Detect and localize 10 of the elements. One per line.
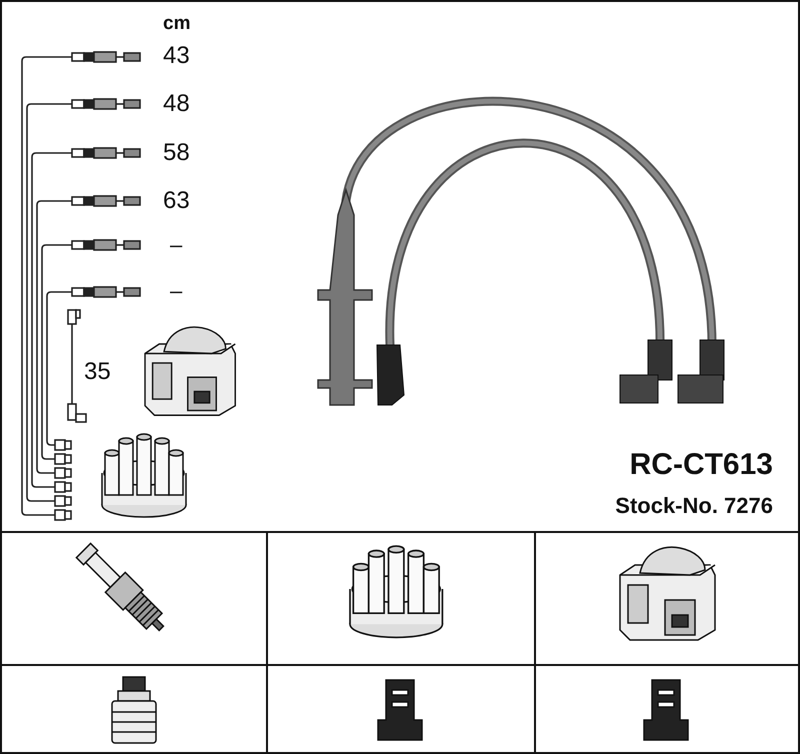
unit-label: cm [163,14,190,33]
part-number: RC-CT613 [630,450,773,480]
length-value: 58 [163,141,190,165]
length-value: – [170,234,182,256]
length-value: 35 [84,360,111,384]
length-value: 63 [163,189,190,213]
length-value: – [170,280,182,302]
length-value: 48 [163,92,190,116]
length-value: 43 [163,44,190,68]
stock-number: Stock-No. 7276 [615,495,773,517]
